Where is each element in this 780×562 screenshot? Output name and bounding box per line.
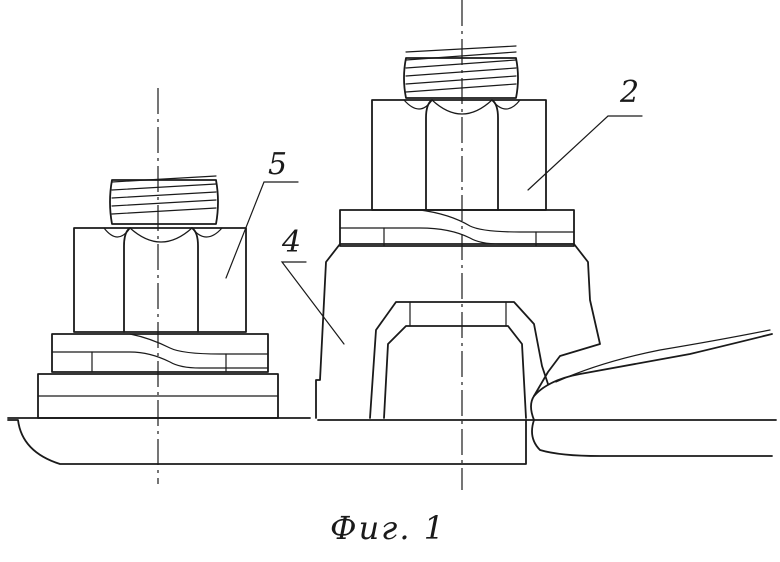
- callout-4-label: 4: [282, 225, 302, 260]
- thread-right: [403, 45, 519, 99]
- cable-lug: [530, 329, 773, 457]
- washers-left: [37, 333, 279, 419]
- washer-right: [339, 209, 575, 247]
- axis-lines: [157, 0, 463, 490]
- nut-part-5: [73, 227, 247, 333]
- bracket-part-4: [315, 243, 601, 419]
- nut-part-2: [371, 99, 547, 211]
- base-plate: [7, 417, 777, 465]
- figure-caption: Фиг. 1: [330, 509, 447, 547]
- callout-5-label: 5: [268, 147, 288, 182]
- callout-2-label: 2: [620, 75, 640, 110]
- leader-lines: [225, 115, 643, 345]
- thread-left: [109, 175, 219, 225]
